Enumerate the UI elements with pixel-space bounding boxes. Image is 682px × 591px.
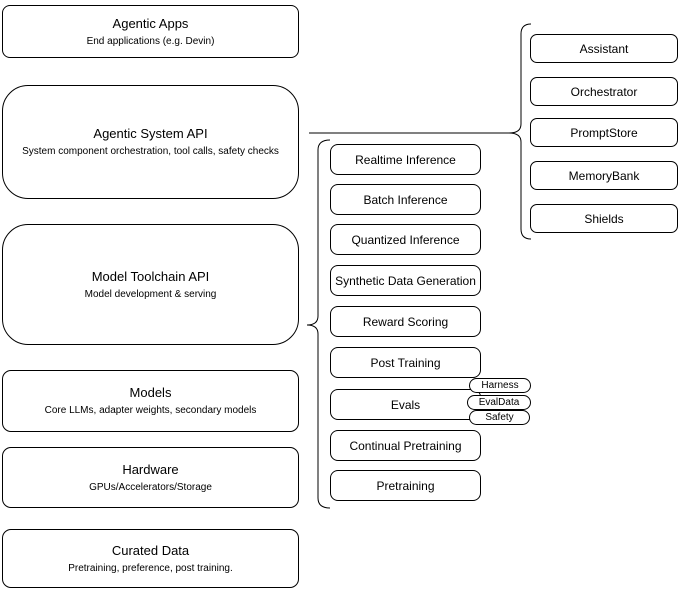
node-subtitle: Model development & serving <box>84 288 217 300</box>
node-label: Realtime Inference <box>355 152 456 167</box>
node-quantized-inference: Quantized Inference <box>330 224 481 255</box>
toolchain-group-brace <box>306 139 331 509</box>
node-agentic-system-api: Agentic System API System component orch… <box>2 85 299 199</box>
node-continual-pretraining: Continual Pretraining <box>330 430 481 461</box>
node-reward-scoring: Reward Scoring <box>330 306 481 337</box>
node-realtime-inference: Realtime Inference <box>330 144 481 175</box>
node-pretraining: Pretraining <box>330 470 481 501</box>
node-title: Model Toolchain API <box>91 268 210 284</box>
node-label: MemoryBank <box>568 168 640 183</box>
tag-label: EvalData <box>478 397 520 408</box>
tag-label: Harness <box>481 380 519 391</box>
tag-harness: Harness <box>469 378 531 393</box>
tag-safety: Safety <box>469 410 530 425</box>
tag-label: Safety <box>485 412 514 423</box>
node-agentic-apps: Agentic Apps End applications (e.g. Devi… <box>2 5 299 58</box>
node-promptstore: PromptStore <box>530 118 678 147</box>
node-label: Synthetic Data Generation <box>335 273 476 288</box>
node-hardware: Hardware GPUs/Accelerators/Storage <box>2 447 299 508</box>
node-label: Continual Pretraining <box>349 438 462 453</box>
node-evals: Evals <box>330 389 481 420</box>
node-title: Hardware <box>122 461 179 477</box>
node-label: Batch Inference <box>363 192 448 207</box>
node-subtitle: End applications (e.g. Devin) <box>86 35 215 47</box>
node-title: Agentic System API <box>93 126 208 141</box>
node-post-training: Post Training <box>330 347 481 378</box>
node-label: Shields <box>584 211 624 226</box>
node-subtitle: Pretraining, preference, post training. <box>68 562 233 574</box>
node-memorybank: MemoryBank <box>530 161 678 190</box>
node-label: Assistant <box>579 41 629 56</box>
node-title: Models <box>129 385 172 400</box>
node-title: Curated Data <box>111 542 190 558</box>
node-label: Quantized Inference <box>351 232 460 247</box>
node-label: PromptStore <box>570 125 638 140</box>
node-subtitle: Core LLMs, adapter weights, secondary mo… <box>44 405 257 416</box>
node-subtitle: GPUs/Accelerators/Storage <box>89 481 212 493</box>
node-synthetic-data-generation: Synthetic Data Generation <box>330 265 481 296</box>
node-label: Reward Scoring <box>362 314 449 329</box>
node-curated-data: Curated Data Pretraining, preference, po… <box>2 529 299 588</box>
node-models: Models Core LLMs, adapter weights, secon… <box>2 370 299 432</box>
node-label: Orchestrator <box>570 84 638 99</box>
node-batch-inference: Batch Inference <box>330 184 481 215</box>
node-subtitle: System component orchestration, tool cal… <box>22 146 279 157</box>
node-label: Evals <box>390 397 421 412</box>
node-model-toolchain-api: Model Toolchain API Model development & … <box>2 224 299 345</box>
tag-evaldata: EvalData <box>467 395 531 410</box>
node-label: Pretraining <box>376 478 435 493</box>
node-shields: Shields <box>530 204 678 233</box>
node-label: Post Training <box>370 355 441 370</box>
node-assistant: Assistant <box>530 34 678 63</box>
system-group-brace <box>508 23 532 240</box>
node-orchestrator: Orchestrator <box>530 77 678 106</box>
node-title: Agentic Apps <box>112 15 189 31</box>
